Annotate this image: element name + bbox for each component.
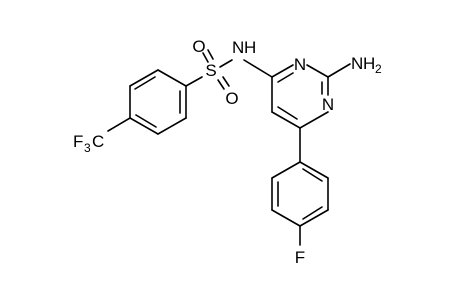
amide-hydrogen-label: H (244, 38, 256, 57)
bond-ring-cf3 (107, 117, 131, 132)
sulfur-label: S (205, 61, 216, 80)
amine-subscript: 2 (375, 62, 382, 76)
cf3-carbon-label: C (92, 132, 104, 151)
ring-nitrogen-top-label: N (294, 55, 306, 74)
ring-nitrogen-right-label: N (322, 95, 334, 114)
oxygen-bottom-label: O (225, 89, 238, 108)
amide-nitrogen-label: N (232, 38, 244, 57)
amine-nitrogen-label: N (351, 54, 363, 73)
cf3-subscript: 3 (84, 141, 91, 155)
benzene-ring-left (129, 69, 187, 135)
sulfonyl-bonds (202, 49, 230, 90)
bond-ring-sulfur (185, 76, 203, 87)
pyrimidine-ring (271, 64, 329, 129)
bond-pyrimidine-amine (327, 63, 351, 78)
oxygen-top-label: O (192, 37, 205, 56)
fluorine-label: F (295, 248, 305, 267)
bond-nitrogen-pyrimidine (243, 59, 273, 78)
bond-sulfur-nitrogen (219, 59, 233, 68)
cf3-fluorine-label: F (73, 132, 83, 151)
amine-hydrogen-label: H (363, 54, 375, 73)
benzene-ring-bottom (271, 161, 329, 227)
